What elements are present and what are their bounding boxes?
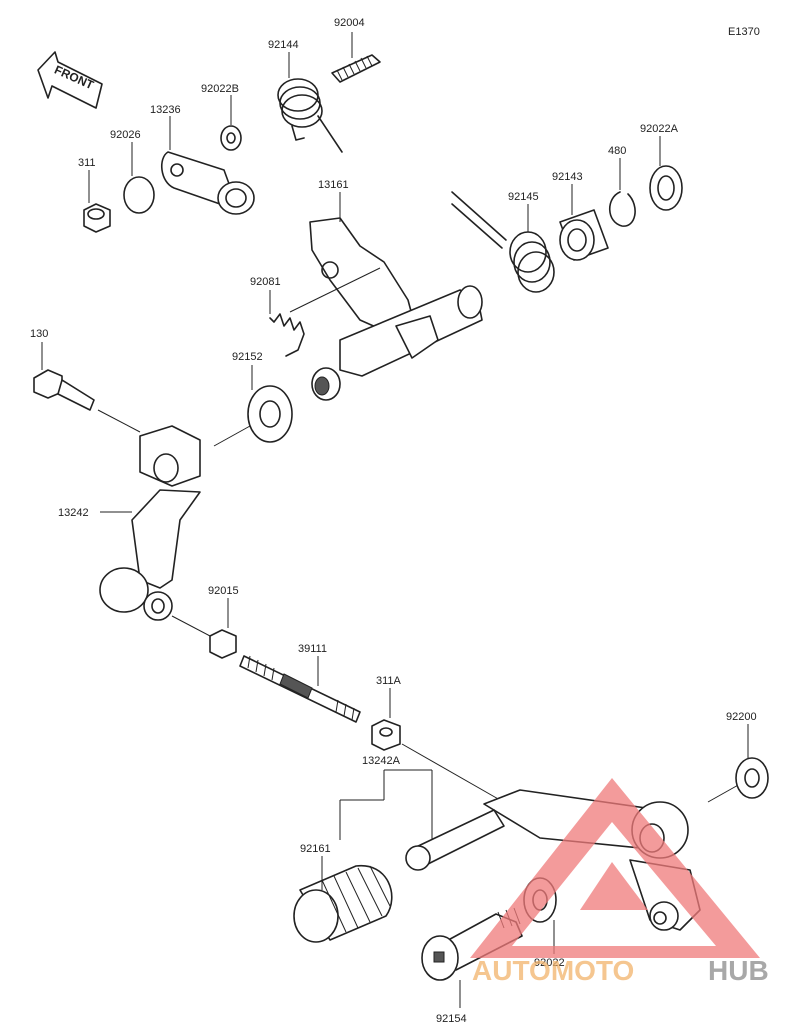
label-39111: 39111 (298, 643, 327, 655)
part-130 (33, 342, 141, 433)
label-92161: 92161 (300, 843, 331, 855)
label-311A: 311A (376, 675, 402, 687)
label-92081: 92081 (250, 276, 281, 288)
label-92200: 92200 (726, 711, 757, 723)
part-92026 (123, 142, 155, 214)
label-130: 130 (30, 328, 48, 340)
part-92081 (269, 267, 381, 357)
label-92022A: 92022A (640, 123, 679, 135)
part-92161 (293, 856, 393, 943)
label-13236: 13236 (150, 104, 181, 116)
part-92015 (209, 598, 237, 659)
part-311 (83, 170, 111, 233)
label-92154: 92154 (436, 1013, 467, 1025)
part-13161 (309, 192, 483, 401)
label-92022B: 92022B (201, 83, 239, 95)
label-480: 480 (608, 145, 626, 157)
part-13236 (161, 116, 255, 215)
part-92144 (277, 52, 343, 153)
part-92022A (649, 136, 683, 211)
part-13242 (99, 425, 211, 637)
label-13242A: 13242A (362, 755, 401, 767)
label-92143: 92143 (552, 171, 583, 183)
label-92022: 92022 (534, 957, 565, 969)
part-92004 (331, 32, 381, 83)
part-92143 (559, 184, 609, 261)
label-92004: 92004 (334, 17, 365, 29)
watermark-triangle-icon (470, 778, 760, 958)
label-13242: 13242 (58, 507, 89, 519)
watermark-text-hub: HUB (708, 955, 769, 986)
label-13161: 13161 (318, 179, 349, 191)
diagram-code: E1370 (728, 26, 760, 38)
watermark-text-automoto: AUTOMOTO (472, 955, 634, 986)
part-311A (371, 688, 501, 801)
label-311: 311 (78, 157, 96, 169)
part-39111 (239, 655, 361, 723)
watermark-logo: AUTOMOTO HUB (470, 778, 769, 986)
label-92152: 92152 (232, 351, 263, 363)
label-92015: 92015 (208, 585, 239, 597)
label-92144: 92144 (268, 39, 299, 51)
part-92022B (220, 95, 242, 151)
label-92145: 92145 (508, 191, 539, 203)
part-92152 (213, 365, 293, 447)
part-480 (608, 158, 636, 227)
label-92026: 92026 (110, 129, 141, 141)
part-92145 (451, 191, 555, 293)
front-arrow-icon: FRONT (37, 51, 103, 109)
part-92200 (735, 724, 769, 799)
